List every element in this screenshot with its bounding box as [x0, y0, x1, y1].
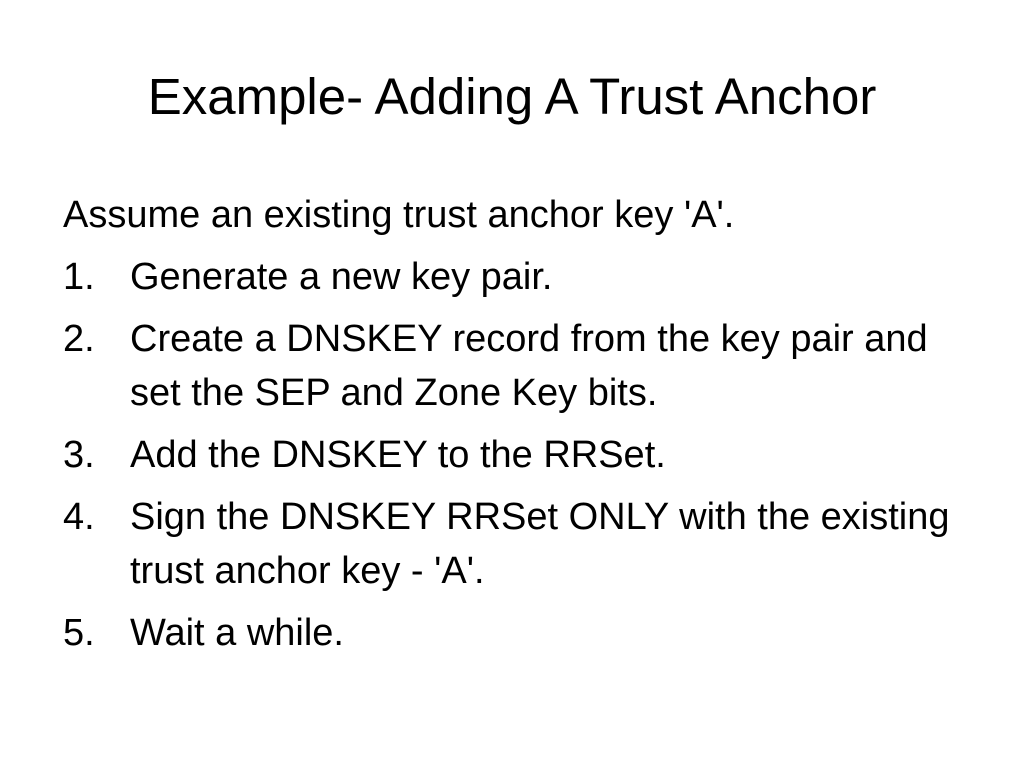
- step-number: 5.: [63, 612, 95, 654]
- slide-body: Assume an existing trust anchor key 'A'.…: [63, 188, 983, 668]
- step-text: Sign the DNSKEY RRSet ONLY with the exis…: [130, 496, 950, 592]
- intro-text: Assume an existing trust anchor key 'A'.: [63, 194, 735, 236]
- step-number: 4.: [63, 496, 95, 538]
- step-item: 5. Wait a while.: [63, 606, 983, 660]
- step-item: 4. Sign the DNSKEY RRSet ONLY with the e…: [63, 490, 983, 598]
- step-number: 1.: [63, 256, 95, 298]
- step-text: Create a DNSKEY record from the key pair…: [130, 318, 928, 414]
- step-text: Wait a while.: [130, 612, 344, 654]
- slide-title: Example- Adding A Trust Anchor: [147, 68, 877, 125]
- step-item: 2. Create a DNSKEY record from the key p…: [63, 312, 983, 420]
- step-text: Generate a new key pair.: [130, 256, 553, 298]
- step-item: 3. Add the DNSKEY to the RRSet.: [63, 428, 983, 482]
- step-item: 1. Generate a new key pair.: [63, 250, 983, 304]
- step-number: 2.: [63, 318, 95, 360]
- step-text: Add the DNSKEY to the RRSet.: [130, 434, 666, 476]
- step-number: 3.: [63, 434, 95, 476]
- steps-list: 1. Generate a new key pair. 2. Create a …: [63, 250, 983, 660]
